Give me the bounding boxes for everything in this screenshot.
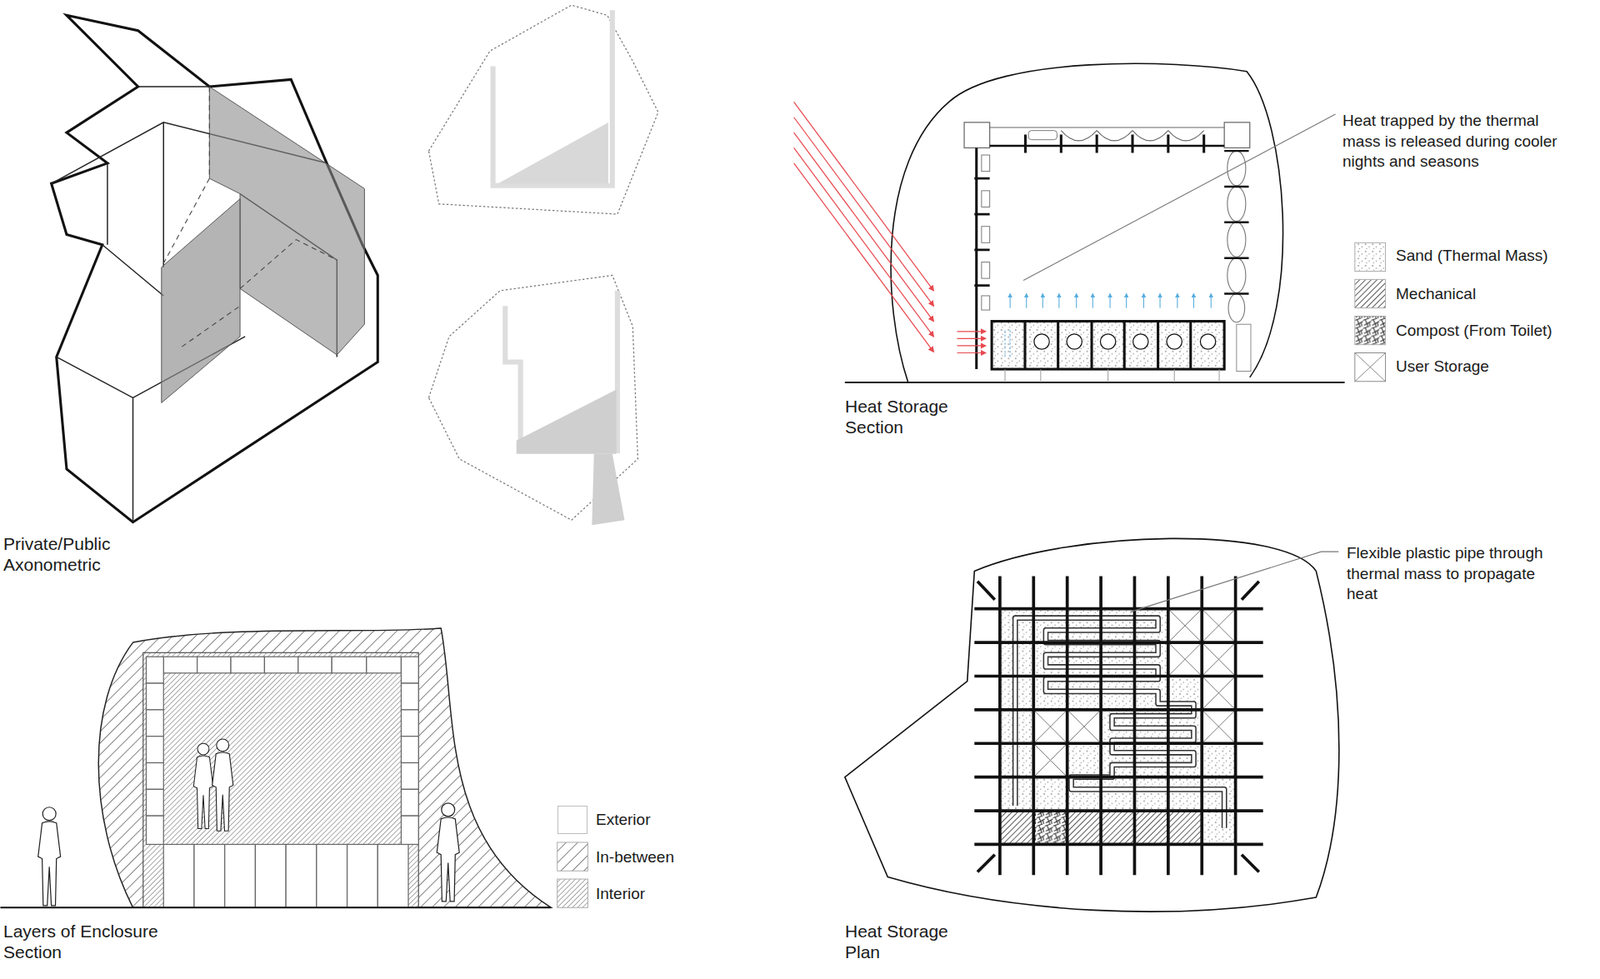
legend-label: Sand (Thermal Mass)	[1395, 245, 1549, 265]
callout-note: Flexible plastic pipe through thermal ma…	[1346, 543, 1568, 605]
plan-diagrams	[428, 5, 658, 525]
axonometric-drawing	[51, 15, 379, 522]
legend-swatches	[557, 242, 1386, 908]
legend-label: In-between	[595, 847, 675, 867]
heat-storage-plan	[845, 538, 1340, 912]
callout-note: Heat trapped by the thermal mass is rele…	[1342, 110, 1572, 173]
leader-line	[1130, 551, 1340, 612]
drawing-title: Private/Public Axonometric	[3, 533, 145, 575]
leader-line	[1023, 114, 1336, 281]
legend-label: Interior	[595, 884, 645, 904]
legend-label: User Storage	[1395, 356, 1490, 376]
legend-label: Mechanical	[1395, 284, 1476, 304]
drawing-title: Layers of Enclosure Section	[3, 920, 195, 963]
legend-label: Compost (From Toilet)	[1395, 320, 1553, 340]
legend-swatch	[557, 805, 588, 835]
enclosure-section	[0, 628, 551, 908]
drawing-title: Heat Storage Plan	[845, 920, 970, 963]
legend-label: Exterior	[595, 810, 650, 830]
heat-storage-section	[794, 63, 1345, 383]
drawing-title: Heat Storage Section	[845, 395, 970, 438]
